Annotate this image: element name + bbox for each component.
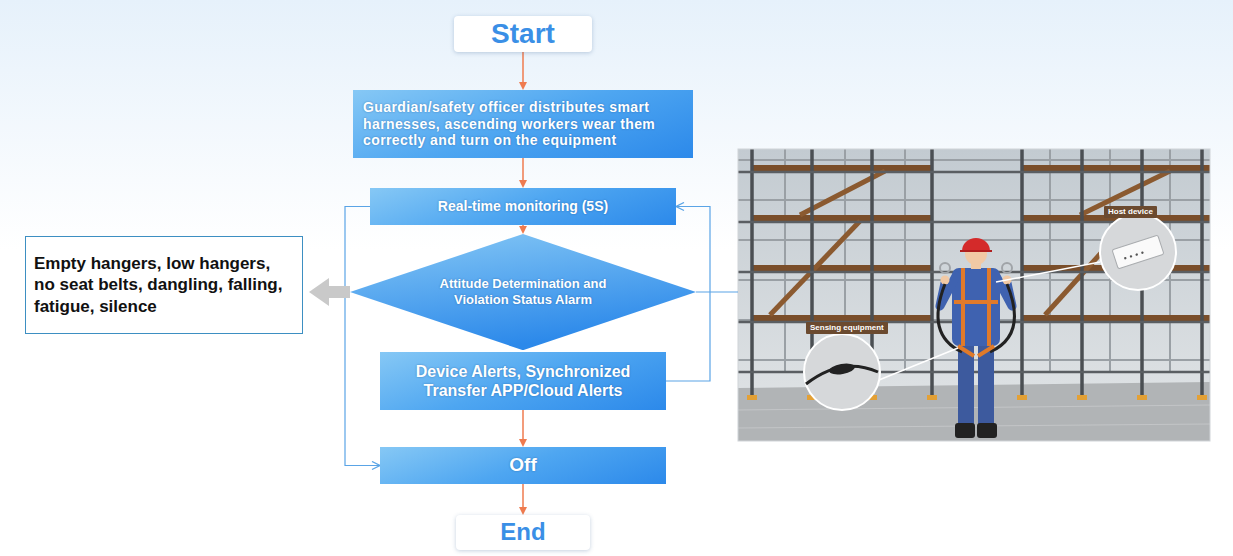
scene-sky [738,149,1210,441]
wood-plank [752,265,932,271]
wood-plank [752,165,932,171]
harness-strap [958,346,974,356]
scaffold-rail [738,199,1210,201]
harness-strap [987,268,991,346]
start-terminal: Start [454,16,592,52]
base-plate [747,395,757,400]
worker-hand [941,276,950,285]
back-scaffold [738,149,1210,372]
process-box: Device Alerts, Synchronized Transfer APP… [380,352,666,410]
callout-circle [804,334,880,410]
wood-plank [1022,315,1210,321]
violation-arrow [329,286,350,298]
led-dot [1135,253,1138,256]
harness-strap [978,346,994,356]
node-text: Off [509,454,536,477]
leader-line [879,348,958,380]
scaffold-pole [750,149,754,398]
stair-stringer [770,221,860,315]
node-text: Start [491,19,555,50]
sensing-equipment-callout [804,334,880,410]
host-device-leds [1124,251,1144,260]
process-box: Real-time monitoring (5S) [370,188,676,225]
led-dot [1141,251,1144,254]
scaffold-rail [738,159,1210,161]
scaffold-pole [904,149,906,372]
flow-arrow [522,484,524,507]
leader-line [996,262,1100,282]
scaffold-pole [930,149,934,398]
harness-strap [961,268,965,346]
worker-helmet [962,238,990,251]
node-text: Guardian/safety officer distributes smar… [363,99,683,149]
base-plate [1137,395,1147,400]
decision-diamond: Attitude Determination and Violation Sta… [350,234,696,350]
note-box: Empty hangers, low hangers, no seat belt… [25,236,303,334]
base-plate [927,395,937,400]
led-dot [1124,257,1127,260]
lanyard-hook [940,263,950,273]
base-plate [1077,395,1087,400]
node-text: Empty hangers, low hangers, no seat belt… [34,253,294,317]
worker-torso [952,268,1000,346]
worker-boot [955,423,975,438]
flow-arrow [522,410,524,439]
callout-tag: Sensing equipment [806,322,888,334]
process-box: Guardian/safety officer distributes smar… [353,90,693,158]
process-box: Off [380,447,666,484]
scaffold-pole [1049,149,1051,372]
sensor-body [828,362,855,376]
loop-arrow [345,207,380,466]
worker-figure [938,238,1014,438]
front-rails [738,172,1210,372]
wood-plank [752,215,932,221]
lanyard [938,284,962,352]
node-text: End [500,519,545,545]
harness-strap [954,300,998,304]
wood-plank [1022,165,1210,171]
end-terminal: End [456,515,590,550]
harness-straps [954,268,998,356]
scaffold-scene [738,149,1210,441]
illustration-frame [738,149,1210,441]
host-device-box [1112,235,1164,269]
base-plate [1197,395,1207,400]
scaffold-pole [1020,149,1024,398]
flow-arrow [522,158,524,180]
scaffold-rail [738,171,1210,174]
base-plate [1017,395,1027,400]
diamond-shape [350,234,696,350]
node-text: Device Alerts, Synchronized Transfer APP… [390,362,656,400]
helmet-brim [960,250,992,252]
worker-boot [977,423,997,438]
lanyard [990,284,1014,352]
flow-arrow [522,52,524,82]
node-text: Attitude Determination and Violation Sta… [418,276,628,307]
host-device-callout [1100,214,1176,290]
node-text: Real-time monitoring (5S) [438,198,608,215]
scaffold-pole [784,149,786,372]
led-dot [1129,255,1132,258]
callout-circle [1100,214,1176,290]
illustration-wire [696,291,738,292]
scaffold-pole [1200,149,1204,398]
callout-tag: Host device [1104,206,1157,218]
scaffold-pole [1080,149,1084,398]
lanyard-hook [1002,263,1012,273]
wood-plank [752,315,932,321]
